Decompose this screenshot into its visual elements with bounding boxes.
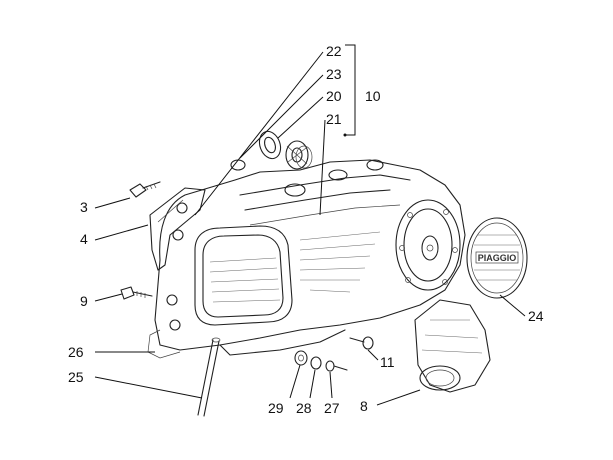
drain-tube-25 xyxy=(197,337,221,417)
cover-logo-text: PIAGGIO xyxy=(478,253,517,263)
seal-20 xyxy=(258,130,282,160)
leader-lines xyxy=(94,51,526,406)
bolt-11 xyxy=(349,336,374,350)
bracket-dot xyxy=(343,133,347,137)
label-26: 26 xyxy=(68,344,84,360)
label-22: 22 xyxy=(326,43,342,59)
label-24: 24 xyxy=(528,308,544,324)
screw-27 xyxy=(325,360,348,372)
label-4: 4 xyxy=(80,231,88,247)
bracket-group-10 xyxy=(345,44,356,136)
washer-29 xyxy=(294,350,308,366)
washer-23 xyxy=(230,159,246,171)
label-23: 23 xyxy=(326,66,342,82)
bolt-3 xyxy=(129,181,161,198)
part-labels: 22 23 20 10 21 3 4 9 26 25 24 11 29 28 2… xyxy=(68,43,544,416)
air-duct-8 xyxy=(414,299,491,393)
left-plate xyxy=(149,187,206,271)
label-9: 9 xyxy=(80,293,88,309)
label-29: 29 xyxy=(268,400,284,416)
bolt-9 xyxy=(120,286,153,300)
label-10: 10 xyxy=(365,88,381,104)
bearing-21 xyxy=(285,140,313,170)
label-8: 8 xyxy=(360,398,368,414)
logo-cover-24: PIAGGIO xyxy=(466,217,528,299)
label-25: 25 xyxy=(68,369,84,385)
label-20: 20 xyxy=(326,88,342,104)
label-28: 28 xyxy=(296,400,312,416)
label-27: 27 xyxy=(324,400,340,416)
label-3: 3 xyxy=(80,199,88,215)
washer-28 xyxy=(310,356,322,370)
transmission-cover xyxy=(147,159,466,359)
label-21: 21 xyxy=(326,111,342,127)
label-11: 11 xyxy=(380,354,395,370)
